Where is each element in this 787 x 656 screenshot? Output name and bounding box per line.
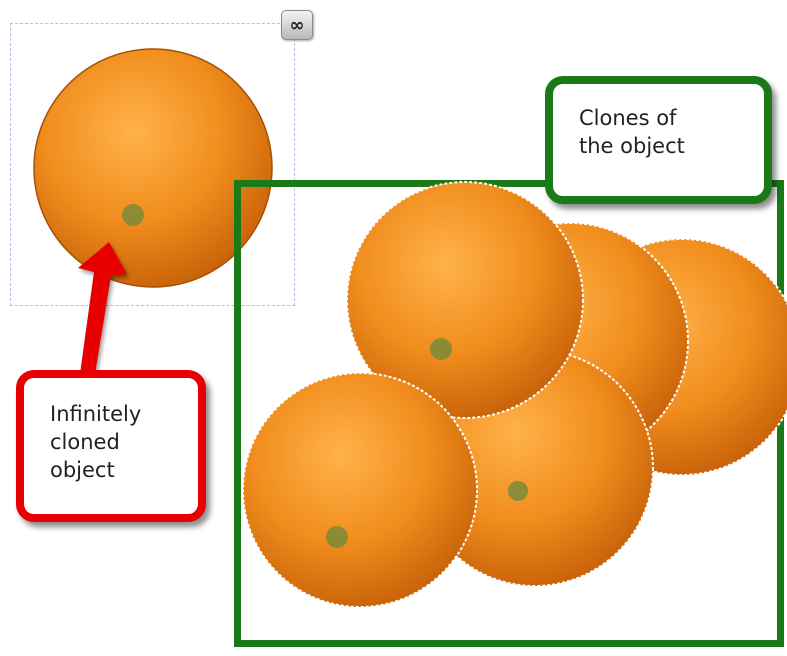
clones-callout: Clones of the object (545, 76, 772, 204)
clone-orange-1[interactable] (242, 372, 478, 608)
infinite-clone-button[interactable]: ∞ (281, 10, 313, 40)
infinitely-cloned-callout: Infinitely cloned object (16, 370, 206, 522)
orange-navel (122, 204, 144, 226)
clone-orange-2[interactable] (346, 181, 584, 419)
selection-box (10, 23, 295, 306)
infinity-icon: ∞ (289, 14, 305, 36)
orange-image (33, 48, 273, 288)
